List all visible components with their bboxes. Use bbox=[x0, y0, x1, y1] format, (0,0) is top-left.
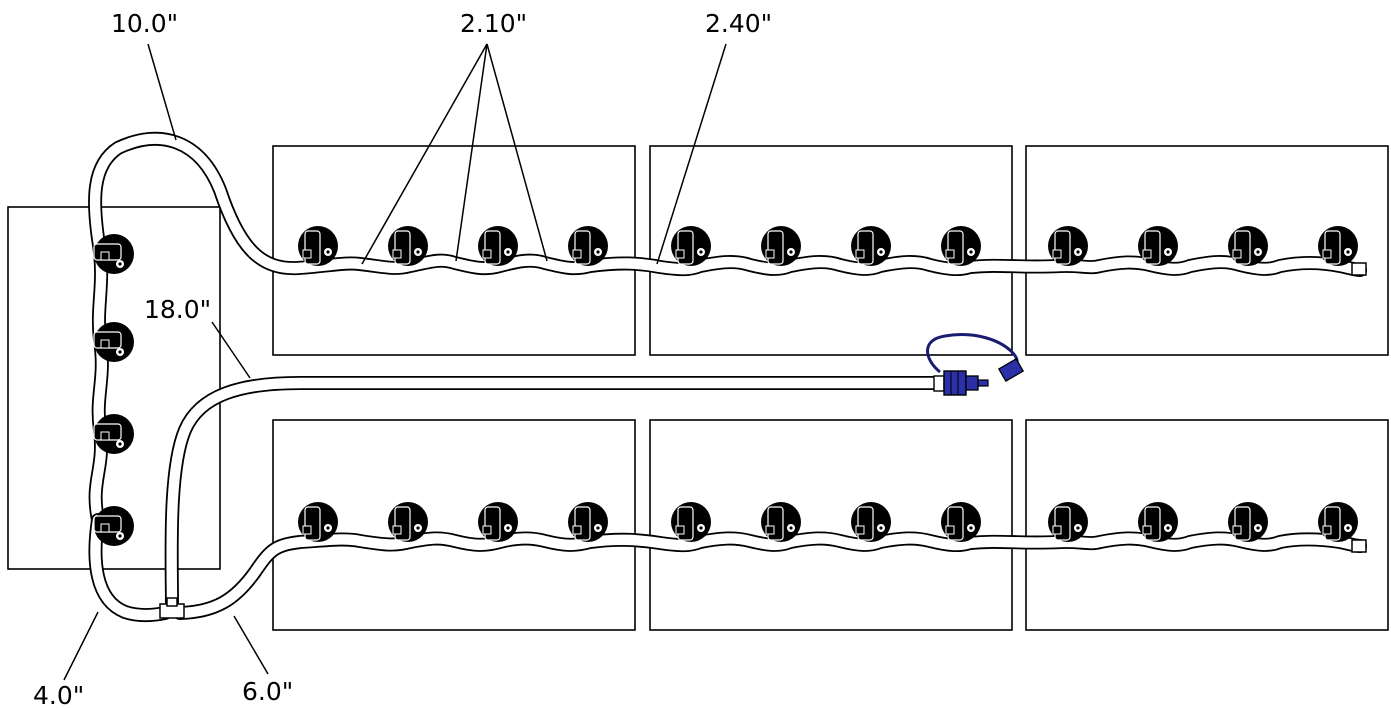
battery-watering-cap-icon bbox=[567, 501, 609, 543]
battery-watering-cap-icon bbox=[1227, 225, 1269, 267]
battery-watering-cap-icon bbox=[1317, 501, 1359, 543]
battery-watering-cap-icon bbox=[297, 501, 339, 543]
battery-watering-cap-icon bbox=[850, 225, 892, 267]
battery-watering-cap-icon bbox=[93, 233, 135, 275]
battery-watering-cap-icon bbox=[760, 225, 802, 267]
battery-watering-cap-icon bbox=[1137, 501, 1179, 543]
dimension-label-return-line: 18.0" bbox=[144, 295, 211, 324]
dimension-label-bottom-mid: 6.0" bbox=[242, 677, 293, 706]
battery-watering-cap-icon bbox=[477, 225, 519, 267]
battery-watering-cap-icon bbox=[477, 501, 519, 543]
battery-watering-cap-icon bbox=[760, 501, 802, 543]
battery-watering-cap-icon bbox=[1317, 225, 1359, 267]
battery-watering-cap-icon bbox=[670, 225, 712, 267]
battery-watering-cap-icon bbox=[567, 225, 609, 267]
battery-watering-cap-icon bbox=[1137, 225, 1179, 267]
battery-watering-cap-icon bbox=[940, 501, 982, 543]
dimension-label-battery-gap: 2.40" bbox=[705, 9, 772, 38]
dimension-label-bottom-left: 4.0" bbox=[33, 681, 84, 709]
quick-connect-coupler-icon bbox=[926, 333, 1025, 396]
battery-watering-cap-icon bbox=[850, 501, 892, 543]
dimension-leaders bbox=[63, 43, 727, 681]
battery-watering-cap-icon bbox=[1047, 501, 1089, 543]
tubing bbox=[88, 131, 1367, 623]
end-plug-icon bbox=[1351, 539, 1367, 553]
battery-watering-cap-icon bbox=[670, 501, 712, 543]
battery-watering-cap-icon bbox=[93, 321, 135, 363]
battery-watering-cap-icon bbox=[93, 505, 135, 547]
end-plug-icon bbox=[1351, 262, 1367, 276]
battery-watering-cap-icon bbox=[93, 413, 135, 455]
dimension-label-cap-spacing: 2.10" bbox=[460, 9, 527, 38]
battery-watering-cap-icon bbox=[297, 225, 339, 267]
battery-watering-cap-icon bbox=[387, 501, 429, 543]
battery-watering-cap-icon bbox=[387, 225, 429, 267]
battery-watering-cap-icon bbox=[940, 225, 982, 267]
dimension-label-top-left: 10.0" bbox=[111, 9, 178, 38]
tee-fitting-icon bbox=[159, 597, 185, 619]
battery-watering-cap-icon bbox=[1047, 225, 1089, 267]
battery-watering-cap-icon bbox=[1227, 501, 1269, 543]
